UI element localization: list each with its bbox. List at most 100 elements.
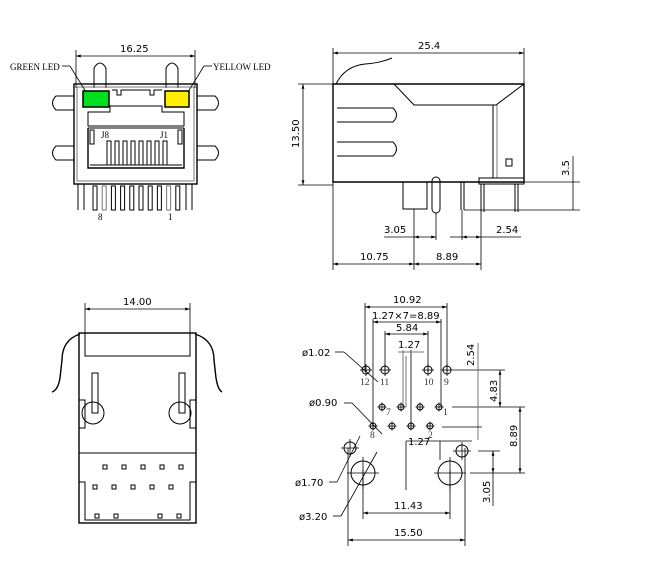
pcb-hole <box>415 402 425 412</box>
front-view: 16.25 GREEN LED YELLOW LED J8 J1 <box>10 44 271 222</box>
dim-label-8-89: 8.89 <box>509 425 520 447</box>
pcb-hole <box>422 364 434 376</box>
rear-standoff <box>478 177 525 185</box>
dim-label-3-05: 3.05 <box>384 225 406 236</box>
shield-slot-bottom <box>337 141 397 157</box>
contact-blade <box>122 140 128 166</box>
post-stem-left <box>91 372 99 414</box>
pcb-hole <box>360 364 372 376</box>
pcb-layout: 10.92 1.27×7=8.89 5.84 1.27 12 11 10 9 7… <box>295 295 525 546</box>
pin-label-2: 2 <box>428 431 433 441</box>
pcb-hole <box>425 421 435 431</box>
leader-line <box>351 402 383 435</box>
dim-label-1-27-bottom: 1.27 <box>408 437 430 448</box>
pcb-hole <box>341 439 359 457</box>
pin-leg <box>138 185 144 211</box>
hole-label-1-70: ø1.70 <box>295 478 323 489</box>
dim-label-4-83: 4.83 <box>489 380 500 402</box>
side-peg-right-top <box>197 95 219 111</box>
bottom-body <box>78 332 197 524</box>
side-peg-left-bottom <box>52 145 74 161</box>
pin-label-1: 1 <box>443 408 448 418</box>
pin-square <box>94 513 100 519</box>
j8-label: J8 <box>101 130 110 140</box>
pcb-hole <box>368 421 378 431</box>
dim-label-25-4: 25.4 <box>418 41 440 52</box>
dim-label-pitch-total: 1.27×7=8.89 <box>372 311 440 322</box>
top-peg-left <box>93 62 107 88</box>
dim-label-16-25: 16.25 <box>120 44 149 55</box>
pcb-hole <box>406 421 416 431</box>
pin-square <box>178 464 184 470</box>
hole-label-3-20: ø3.20 <box>299 512 327 523</box>
post-tab-left <box>79 399 86 429</box>
contact-blade <box>114 140 120 166</box>
hole-label-0-90: ø0.90 <box>309 398 337 409</box>
spring-clip-left <box>51 333 81 393</box>
dim-label-3-5: 3.5 <box>561 160 572 176</box>
pcb-hole <box>441 364 453 376</box>
post-stem-right <box>178 372 186 414</box>
yellow-led-label: YELLOW LED <box>213 62 271 72</box>
dim-label-2-54: 2.54 <box>466 344 477 366</box>
pcb-hole <box>379 364 391 376</box>
pin-legs <box>77 184 193 211</box>
dim-label-2-54: 2.54 <box>496 225 518 236</box>
port-guide-right <box>177 129 183 145</box>
pcb-hole <box>434 402 444 412</box>
bottom-pin-grid <box>92 464 184 519</box>
dim-label-10-75: 10.75 <box>360 252 389 263</box>
jack-body-inner <box>76 86 195 182</box>
green-led <box>82 90 110 108</box>
dim-label-13-50: 13.50 <box>291 119 302 148</box>
hole-label-1-02: ø1.02 <box>302 348 330 359</box>
pin-leg <box>156 185 162 211</box>
green-led-label: GREEN LED <box>10 62 60 72</box>
pin-square <box>92 484 98 490</box>
post-circle-left <box>81 401 105 425</box>
pin-leg <box>166 185 172 211</box>
contact-array <box>106 140 168 166</box>
mounting-post <box>402 181 428 210</box>
pin-leg <box>110 185 116 211</box>
top-peg-right <box>165 62 179 88</box>
pin-square <box>149 484 155 490</box>
pin-square <box>157 513 163 519</box>
pin-leg <box>101 185 107 211</box>
spring-clip-right <box>194 333 223 393</box>
pin-leg <box>175 185 181 211</box>
shield-spring <box>335 57 393 85</box>
pin-label-10: 10 <box>424 378 434 388</box>
pin-square <box>121 464 127 470</box>
shield-slot-top <box>337 107 397 123</box>
pin-square <box>159 464 165 470</box>
yellow-led <box>164 90 190 108</box>
pcb-hole <box>387 421 397 431</box>
dim-label-5-84: 5.84 <box>396 323 418 334</box>
dim-label-10-92: 10.92 <box>393 295 422 306</box>
leader-line <box>69 65 87 93</box>
pin-square <box>140 464 146 470</box>
pin-square <box>113 513 119 519</box>
pin-label-8: 8 <box>98 212 103 222</box>
bottom-window <box>84 332 191 357</box>
port-cavity <box>87 128 185 169</box>
pin-leg <box>147 185 153 211</box>
dim-label-1-27-top: 1.27 <box>398 340 420 351</box>
leader-line <box>343 351 379 383</box>
dim-label-3-05: 3.05 <box>482 481 493 503</box>
pcb-hole <box>377 402 387 412</box>
side-marker-square <box>505 158 513 167</box>
leader-line <box>340 451 378 517</box>
pcb-hole <box>453 442 471 460</box>
pin-square <box>168 484 174 490</box>
leader-line <box>187 65 205 93</box>
pin-label-1: 1 <box>168 212 173 222</box>
pcb-hole <box>396 402 406 412</box>
post-tab-right <box>189 399 196 429</box>
pin-square <box>130 484 136 490</box>
contact-blade <box>154 140 160 166</box>
pin-label-7: 7 <box>386 408 391 418</box>
side-peg-left-top <box>52 95 74 111</box>
